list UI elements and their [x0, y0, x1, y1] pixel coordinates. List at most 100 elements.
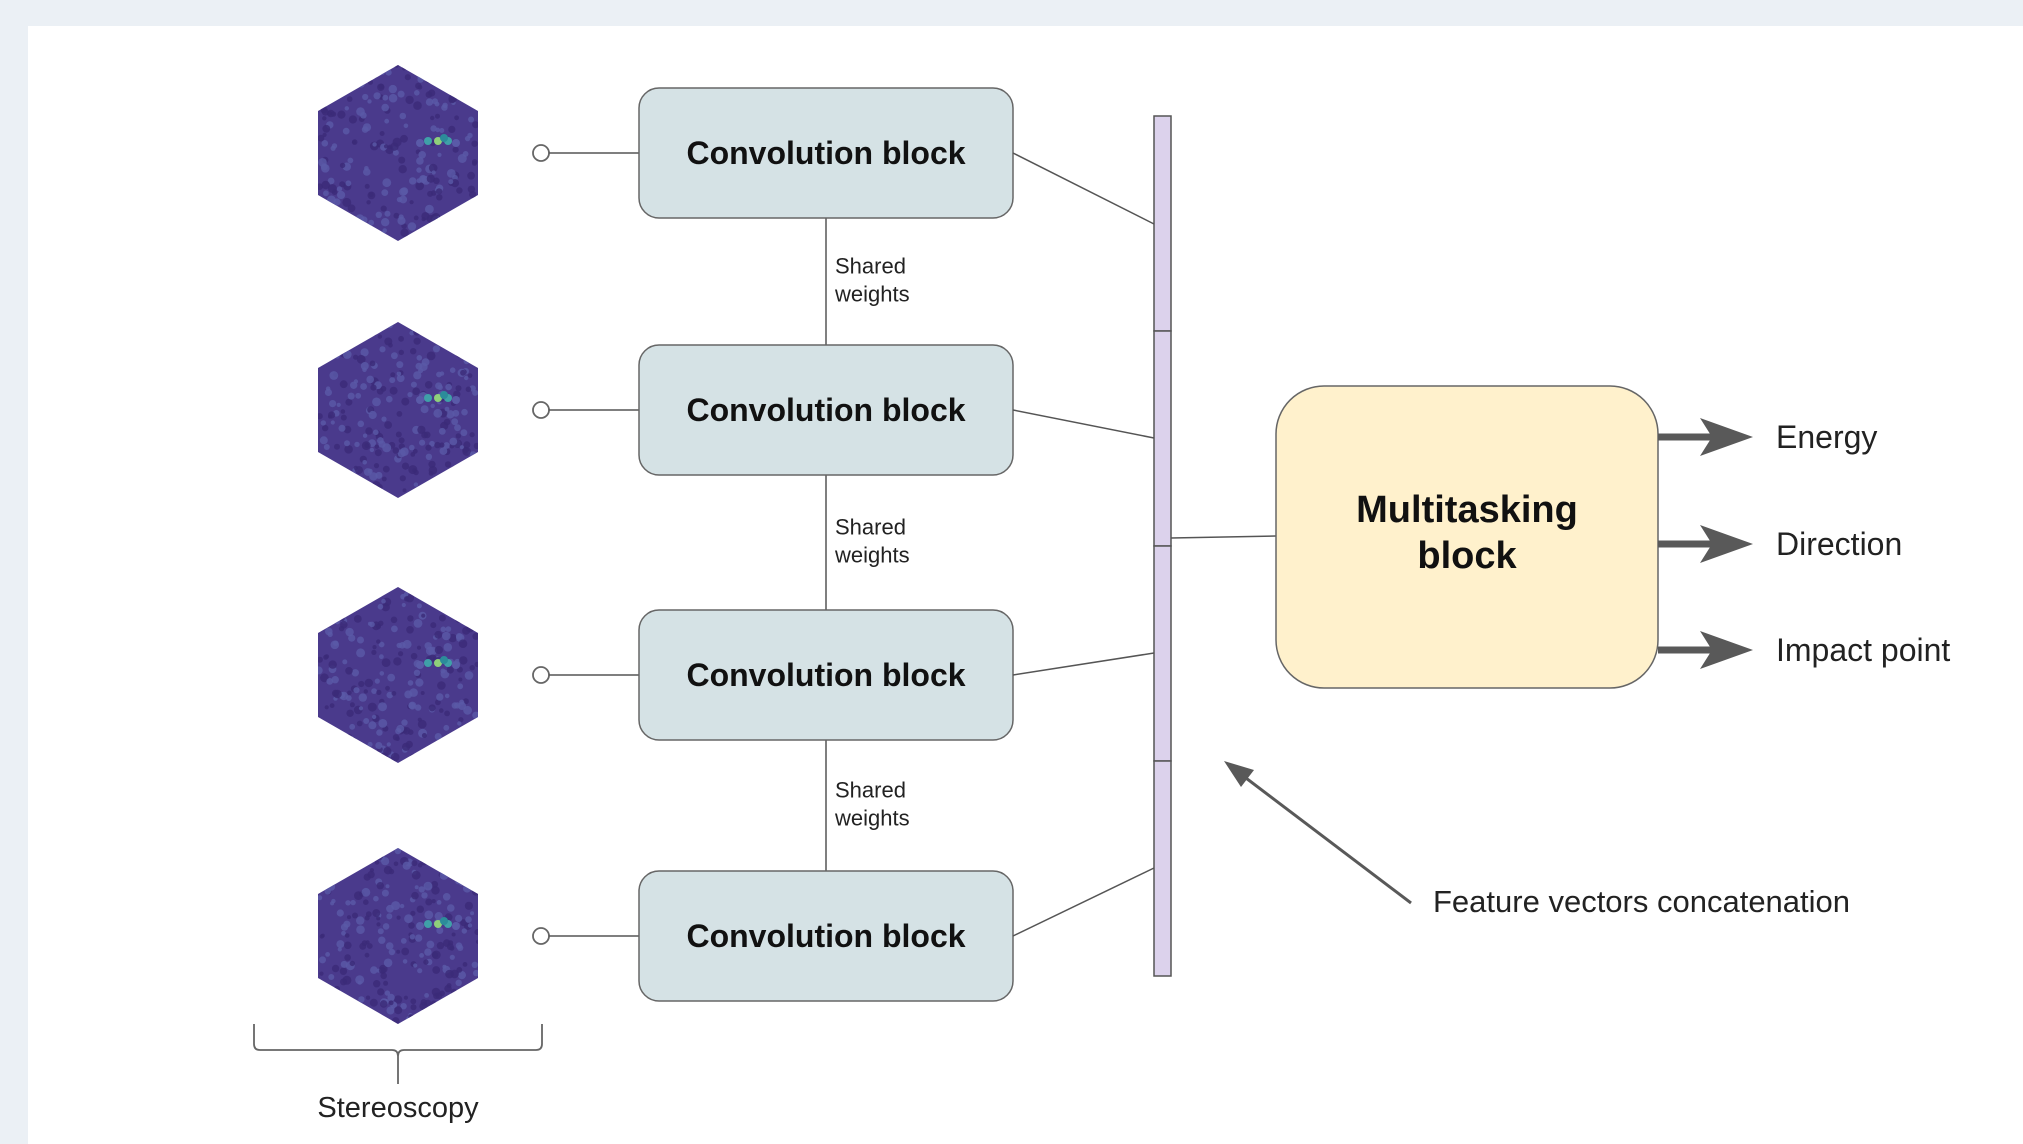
- pixel-dot: [435, 992, 443, 999]
- pixel-dot: [387, 144, 393, 150]
- pixel-dot: [453, 587, 461, 591]
- pixel-dot: [470, 868, 475, 873]
- pixel-dot: [465, 757, 471, 763]
- pixel-dot: [330, 420, 335, 425]
- pixel-dot: [424, 993, 429, 998]
- pixel-dot: [328, 1017, 337, 1024]
- pixel-dot: [443, 222, 452, 231]
- pixel-dot: [411, 860, 418, 867]
- pixel-dot: [346, 915, 352, 920]
- pixel-dot: [360, 746, 366, 752]
- pixel-dot: [470, 746, 478, 755]
- concat-to-multitask-line: [1170, 535, 1277, 539]
- pixel-dot: [319, 436, 328, 445]
- pixel-dot: [432, 854, 438, 860]
- pixel-dot: [416, 645, 422, 650]
- pixel-dot: [461, 1004, 466, 1010]
- pixel-dot: [466, 587, 473, 593]
- pixel-dot: [321, 140, 329, 147]
- pixel-dot: [467, 923, 473, 928]
- pixel-dot: [390, 142, 399, 151]
- pixel-dot: [398, 651, 404, 657]
- pixel-dot: [391, 352, 398, 360]
- pixel-dot: [426, 940, 435, 949]
- pixel-dot: [431, 880, 439, 888]
- pixel-dot: [426, 174, 435, 183]
- pixel-dot: [431, 478, 440, 487]
- pixel-dot: [358, 693, 367, 702]
- pixel-dot: [320, 420, 326, 426]
- stereoscopy-label: Stereoscopy: [317, 1092, 479, 1124]
- pixel-dot: [469, 233, 476, 240]
- pixel-dot: [318, 134, 325, 142]
- shared-weights-label-line2: weights: [834, 806, 910, 831]
- pixel-dot: [425, 453, 433, 460]
- pixel-dot: [400, 228, 409, 237]
- pixel-dot: [361, 887, 371, 897]
- pixel-dot: [320, 226, 329, 235]
- pixel-dot: [337, 65, 342, 68]
- pixel-dot: [345, 213, 350, 219]
- pixel-dot: [359, 942, 367, 950]
- pixel-dot: [335, 466, 341, 471]
- pixel-dot: [451, 932, 456, 937]
- pixel-dot: [342, 608, 350, 617]
- pixel-dot: [366, 328, 374, 336]
- pixel-dot: [444, 710, 450, 717]
- pixel-dot: [324, 65, 330, 70]
- pixel-dot: [371, 688, 377, 694]
- pixel-dot: [319, 759, 327, 763]
- pixel-dot: [346, 709, 354, 717]
- shower-pixel: [440, 917, 448, 925]
- pixel-dot: [446, 666, 454, 674]
- pixel-dot: [321, 180, 330, 190]
- pixel-dot: [337, 947, 342, 952]
- pixel-dot: [369, 998, 378, 1007]
- pixel-dot: [450, 988, 458, 996]
- pixel-dot: [348, 634, 356, 642]
- pixel-dot: [318, 987, 323, 994]
- pixel-dot: [449, 954, 455, 960]
- pixel-dot: [349, 225, 359, 235]
- pixel-dot: [417, 757, 425, 763]
- pixel-dot: [376, 922, 381, 927]
- pixel-dot: [451, 323, 460, 332]
- pixel-dot: [413, 963, 418, 968]
- pixel-dot: [376, 639, 381, 644]
- pixel-dot: [401, 65, 407, 71]
- pixel-dot: [463, 851, 470, 858]
- pixel-dot: [337, 190, 346, 200]
- pixel-dot: [340, 409, 346, 414]
- convolution-label: Convolution block: [686, 657, 965, 693]
- pixel-dot: [366, 1019, 375, 1024]
- shower-pixel: [452, 396, 460, 404]
- pixel-dot: [464, 135, 471, 142]
- pixel-dot: [445, 969, 454, 979]
- pixel-dot: [420, 405, 429, 414]
- pixel-dot: [353, 337, 359, 343]
- pixel-dot: [413, 322, 420, 328]
- pixel-dot: [424, 642, 432, 650]
- pixel-dot: [452, 409, 460, 417]
- pixel-dot: [384, 421, 392, 429]
- pixel-dot: [377, 603, 384, 610]
- pixel-dot: [369, 587, 377, 594]
- pixel-dot: [463, 884, 472, 893]
- architecture-diagram: SharedweightsSharedweightsSharedweights …: [253, 65, 1950, 1124]
- pixel-dot: [378, 936, 386, 944]
- pixel-dot: [419, 362, 428, 371]
- pixel-dot: [443, 724, 450, 731]
- pixel-dot: [363, 899, 369, 905]
- pixel-dot: [451, 1003, 457, 1009]
- pixel-dot: [403, 592, 409, 597]
- pixel-dot: [379, 967, 386, 974]
- pixel-dot: [418, 755, 426, 763]
- pixel-dot: [400, 187, 409, 195]
- pixel-dot: [409, 753, 417, 761]
- pixel-dot: [473, 200, 478, 206]
- shower-pixel: [452, 139, 460, 147]
- pixel-dot: [408, 922, 415, 929]
- pixel-dot: [340, 960, 348, 968]
- pixel-dot: [342, 79, 347, 84]
- pixel-dot: [439, 128, 445, 133]
